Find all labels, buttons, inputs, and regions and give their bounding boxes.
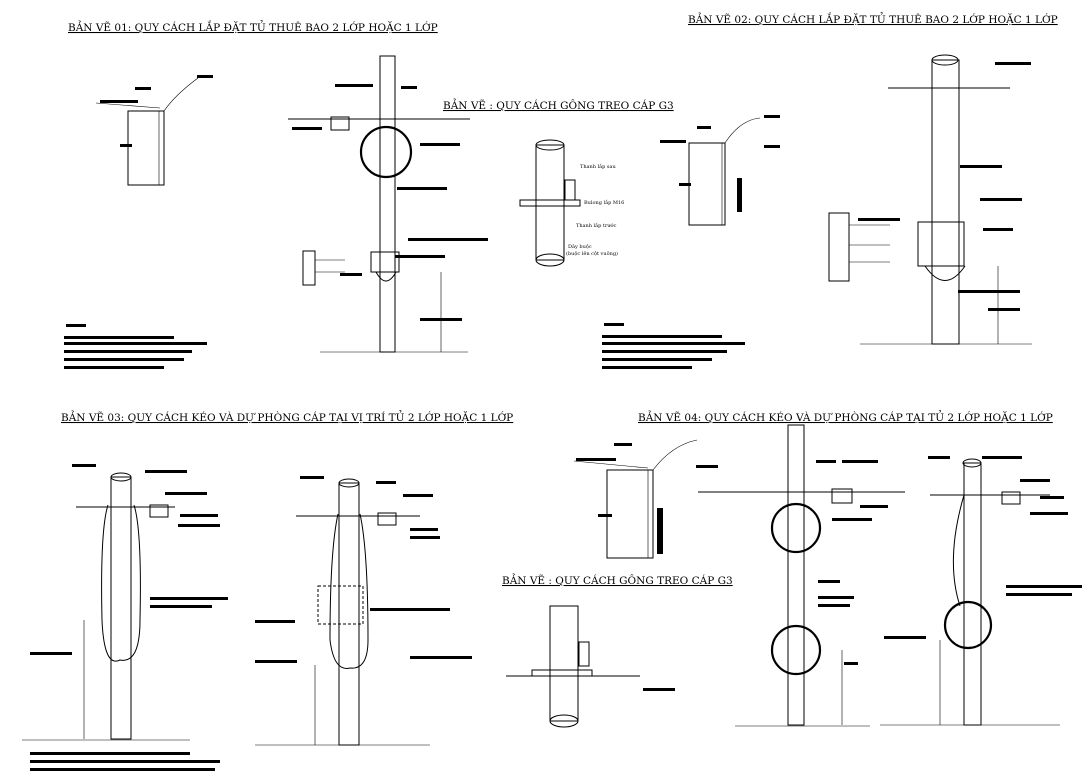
g3-hanger-title-top: BẢN VẼ : QUY CÁCH GÔNG TREO CÁP G3 xyxy=(443,97,674,112)
drawing-01-notes xyxy=(64,324,207,369)
g3-hanger-title-bottom: BẢN VẼ : QUY CÁCH GÔNG TREO CÁP G3 xyxy=(502,572,733,587)
drawing-01-pole xyxy=(288,55,488,353)
day-buoc-label: Dây buộc xyxy=(568,243,592,250)
thanh-lap-truoc-label: Thanh lắp trước xyxy=(576,222,617,229)
drawing-01-title: BẢN VẼ 01: QUY CÁCH LẮP ĐẶT TỦ THUÊ BAO … xyxy=(68,19,438,34)
drawing-02-title: BẢN VẼ 02: QUY CÁCH LẮP ĐẶT TỦ THUÊ BAO … xyxy=(688,11,1058,26)
drawing-03-left-pole xyxy=(22,464,228,741)
drawing-04-title: BẢN VẼ 04: QUY CÁCH KÉO VÀ DỰ PHÒNG CÁP … xyxy=(638,409,1053,424)
g3-hanger-top-detail: Thanh lắp sau Bulong lắp M16 Thanh lắp t… xyxy=(519,139,624,267)
drawing-03-right-pole xyxy=(255,476,472,746)
g3-hanger-bottom-detail xyxy=(506,605,675,728)
footnote-block xyxy=(30,752,220,771)
drawing-02-notes xyxy=(602,323,745,369)
drawing-02-pole xyxy=(828,54,1032,345)
drawing-03-title: BẢN VẼ 03: QUY CÁCH KÉO VÀ DỰ PHÒNG CÁP … xyxy=(61,409,513,424)
drawing-02-cabinet-side-view xyxy=(660,115,780,226)
drawing-01-cabinet-side-view xyxy=(95,75,213,186)
drawing-04-right-pole xyxy=(880,456,1082,726)
drawing-04-center-pole xyxy=(698,424,905,727)
day-buoc-note: (buộc lên cột vuông) xyxy=(566,250,618,257)
bulong-label: Bulong lắp M16 xyxy=(584,199,624,206)
thanh-lap-sau-label: Thanh lắp sau xyxy=(580,163,616,170)
drawing-04-cabinet-side-view xyxy=(573,439,718,559)
